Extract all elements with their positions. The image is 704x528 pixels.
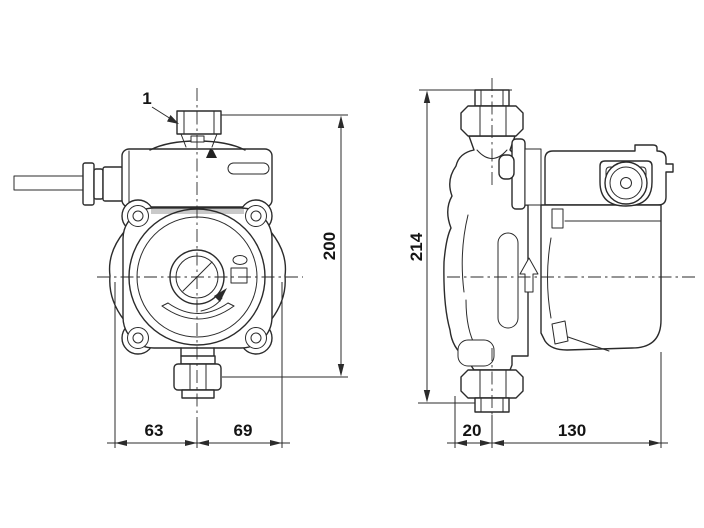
bottom-slot xyxy=(161,302,235,320)
dimension-front-widths: 63 69 xyxy=(107,282,290,448)
dim-label-front-height: 200 xyxy=(320,232,339,260)
flow-direction-arrow-icon xyxy=(519,257,539,293)
pump-front-view xyxy=(13,88,303,421)
nameplate-mark xyxy=(206,149,217,158)
callout-label: 1 xyxy=(142,89,151,108)
dim-label-side-depth-back: 130 xyxy=(558,421,586,440)
dim-label-side-height: 214 xyxy=(407,232,426,261)
front-bottom-port xyxy=(173,347,222,399)
dim-label-side-depth-front: 20 xyxy=(463,421,482,440)
vent-plug xyxy=(230,255,248,284)
motor-body-side xyxy=(540,204,662,351)
volute-bulge-right xyxy=(270,231,287,321)
pump-side-view xyxy=(443,78,698,418)
pipe-assembly-side xyxy=(443,135,542,371)
dimension-side-depths: 20 130 xyxy=(447,352,668,448)
callout-1: 1 xyxy=(142,89,179,124)
motor-side xyxy=(540,144,674,352)
dimension-side-height: 214 xyxy=(407,89,512,404)
cable-gland-side xyxy=(599,160,653,207)
flange-screws xyxy=(127,205,267,349)
dimensions: 200 63 69 214 xyxy=(107,89,668,448)
motor-lug xyxy=(551,320,569,345)
volute-bulge-left xyxy=(108,231,125,321)
dim-label-front-width-right: 69 xyxy=(234,421,253,440)
power-cable xyxy=(13,162,124,206)
dimension-front-height: 200 xyxy=(221,114,348,378)
clamp-knob xyxy=(498,154,515,180)
rotation-arrow-icon xyxy=(200,288,227,312)
dim-label-front-width-left: 63 xyxy=(145,421,164,440)
pump-slot xyxy=(497,232,519,329)
front-top-port xyxy=(149,110,246,151)
